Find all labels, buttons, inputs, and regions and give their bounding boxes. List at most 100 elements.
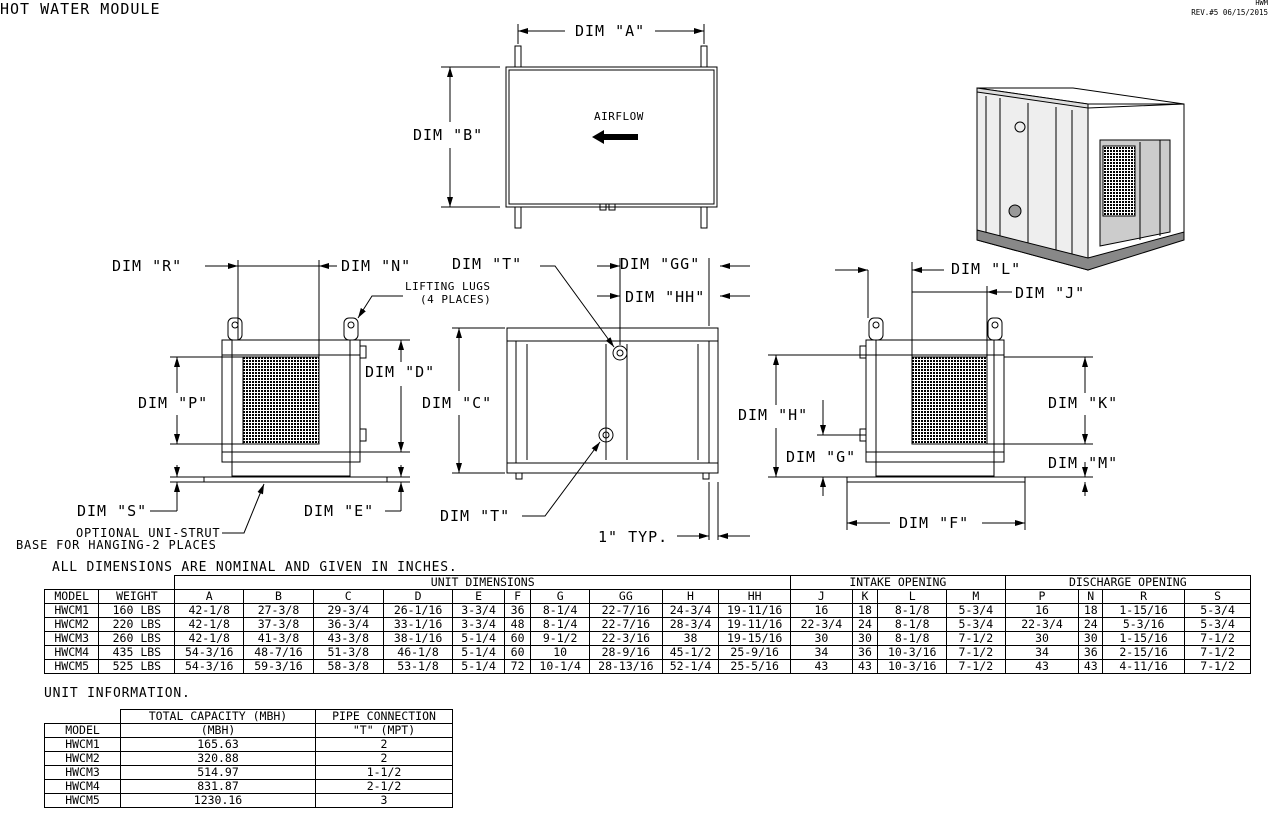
column-header: N (1078, 589, 1104, 604)
column-header: E (452, 589, 505, 604)
column-header: G (530, 589, 590, 604)
column-header: HH (718, 589, 792, 604)
table-cell: 36-3/4 (312, 617, 384, 632)
table-cell: 5-1/4 (452, 645, 505, 660)
table-cell: 43 (1004, 659, 1080, 674)
table-cell: 54-3/16 (174, 659, 245, 674)
pipe-connection-header: PIPE CONNECTION (315, 709, 453, 724)
table-cell: 24 (1078, 617, 1104, 632)
table-cell: 26-1/16 (382, 603, 454, 618)
table-cell: 53-1/8 (382, 659, 454, 674)
dim-g-label: DIM "G" (786, 448, 857, 466)
column-header: MODEL (43, 589, 100, 604)
group-unit-dimensions: UNIT DIMENSIONS (174, 575, 792, 590)
table-cell: 29-3/4 (312, 603, 384, 618)
table-cell: 30 (851, 631, 879, 646)
table-cell: 8-1/8 (877, 631, 948, 646)
table-cell: 28-13/16 (588, 659, 663, 674)
dim-p-label: DIM "P" (138, 394, 209, 412)
table-cell: 34 (790, 645, 853, 660)
revision-label: REV.#5 06/15/2015 (1191, 8, 1268, 17)
table-cell: 51-3/8 (312, 645, 384, 660)
table-cell: 43 (790, 659, 853, 674)
table-cell: 2 (315, 737, 453, 752)
table-cell: 5-3/4 (946, 617, 1006, 632)
table-cell: 7-1/2 (946, 659, 1006, 674)
table-cell: 2-1/2 (315, 779, 453, 794)
column-header: P (1004, 589, 1080, 604)
table-cell: 5-1/4 (452, 631, 505, 646)
table-cell: 165.63 (120, 737, 316, 752)
table-cell: 2 (315, 751, 453, 766)
table-cell: 72 (503, 659, 532, 674)
column-header: H (661, 589, 720, 604)
table-cell: 42-1/8 (174, 603, 245, 618)
table-cell: 42-1/8 (174, 617, 245, 632)
table-cell: 831.87 (120, 779, 316, 794)
page-title: HOT WATER MODULE (0, 0, 161, 18)
table-cell: 1-15/16 (1102, 631, 1186, 646)
table-cell: 18 (851, 603, 879, 618)
dim-c-label: DIM "C" (422, 394, 493, 412)
column-header: F (503, 589, 532, 604)
table-cell: 38 (661, 631, 720, 646)
dim-n-label: DIM "N" (341, 257, 412, 275)
table-cell: 60 (503, 631, 532, 646)
table-cell: 5-3/4 (946, 603, 1006, 618)
group-intake-opening: INTAKE OPENING (790, 575, 1006, 590)
table-cell: 4-11/16 (1102, 659, 1186, 674)
front-view (452, 258, 750, 540)
capacity-header: TOTAL CAPACITY (MBH) (120, 709, 316, 724)
table-cell: 24-3/4 (661, 603, 720, 618)
table-cell: 2-15/16 (1102, 645, 1186, 660)
dim-m-label: DIM "M" (1048, 454, 1119, 472)
table-cell: 27-3/8 (243, 603, 314, 618)
table-cell: 10-1/4 (530, 659, 590, 674)
table-cell: 19-11/16 (718, 617, 792, 632)
table-cell: HWCM1 (44, 737, 121, 752)
table-cell: 7-1/2 (1184, 645, 1251, 660)
table-cell: 8-1/8 (877, 603, 948, 618)
table-cell: HWCM2 (44, 751, 121, 766)
table-cell: 10-3/16 (877, 645, 948, 660)
unistrut-label: OPTIONAL UNI-STRUT (76, 526, 221, 540)
airflow-arrow-icon (592, 130, 638, 144)
top-view (441, 24, 718, 229)
table-cell: HWCM5 (44, 793, 121, 808)
dim-k-label: DIM "K" (1048, 394, 1119, 412)
table-cell: 60 (503, 645, 532, 660)
table-cell: 22-3/4 (1004, 617, 1080, 632)
isometric-view (976, 87, 1185, 271)
group-discharge-opening: DISCHARGE OPENING (1004, 575, 1252, 590)
dim-e-label: DIM "E" (304, 502, 375, 520)
table-cell: 36 (1078, 645, 1104, 660)
table-cell: 16 (1004, 603, 1080, 618)
table-cell: 10-3/16 (877, 659, 948, 674)
dim-hh-label: DIM "HH" (625, 288, 706, 306)
table-cell: 54-3/16 (174, 645, 245, 660)
table-cell: 220 LBS (98, 617, 176, 632)
dim-s-label: DIM "S" (77, 502, 148, 520)
column-header: S (1184, 589, 1251, 604)
table-cell: 28-9/16 (588, 645, 663, 660)
table-cell: 58-3/8 (312, 659, 384, 674)
dim-h-label: DIM "H" (738, 406, 809, 424)
table-cell: 36 (851, 645, 879, 660)
left-side-view (150, 260, 410, 534)
dimensions-caption: ALL DIMENSIONS ARE NOMINAL AND GIVEN IN … (52, 560, 458, 575)
column-header: A (174, 589, 245, 604)
table-cell: 1-15/16 (1102, 603, 1186, 618)
model-subheader: MODEL (44, 723, 121, 738)
table-cell: 59-3/16 (243, 659, 314, 674)
table-cell: 5-3/4 (1184, 617, 1251, 632)
table-cell: 38-1/16 (382, 631, 454, 646)
table-cell: 1-1/2 (315, 765, 453, 780)
column-header: J (790, 589, 853, 604)
